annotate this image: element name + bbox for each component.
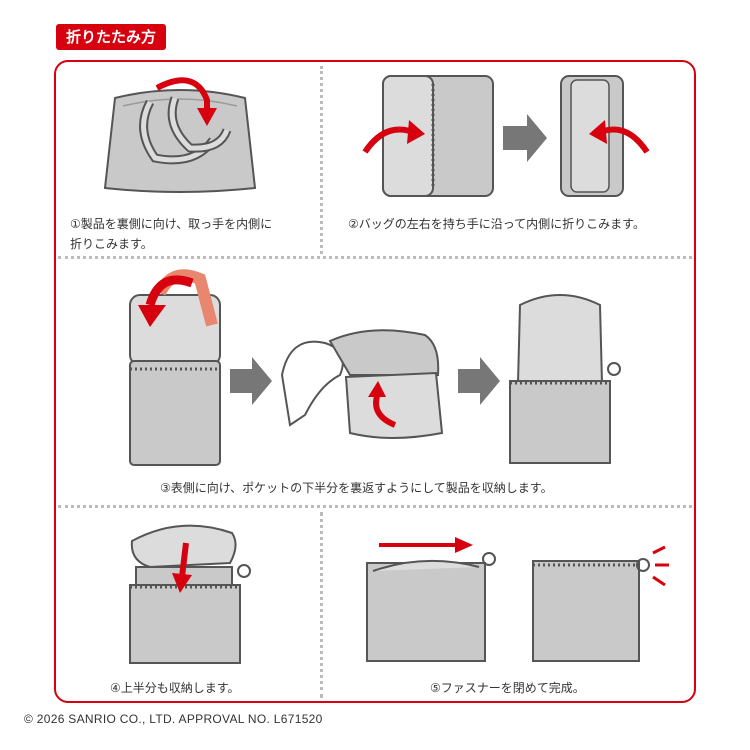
step2-illustration xyxy=(362,75,650,197)
copyright-text: © 2026 SANRIO CO., LTD. APPROVAL NO. L67… xyxy=(24,712,323,726)
step4-illustration xyxy=(129,524,251,664)
step4-caption: ④上半分も収納します。 xyxy=(110,681,240,695)
step5-illustration xyxy=(366,537,669,662)
divider-row-1 xyxy=(58,256,692,259)
divider-col-2 xyxy=(320,512,323,698)
step3-illustration xyxy=(129,269,621,466)
step3-caption: ③表側に向け、ポケットの下半分を裏返すようにして製品を収納します。 xyxy=(160,481,553,495)
step2-caption: ②バッグの左右を持ち手に沿って内側に折りこみます。 xyxy=(348,217,645,231)
step5-caption: ⑤ファスナーを閉めて完成。 xyxy=(430,681,585,695)
step1-illustration xyxy=(103,77,257,193)
divider-row-2 xyxy=(58,505,692,508)
step1-caption: ①製品を裏側に向け、取っ手を内側に 折りこみます。 xyxy=(70,217,273,251)
section-title: 折りたたみ方 xyxy=(56,24,167,50)
instructions-frame xyxy=(54,60,696,703)
divider-col-1 xyxy=(320,66,323,254)
